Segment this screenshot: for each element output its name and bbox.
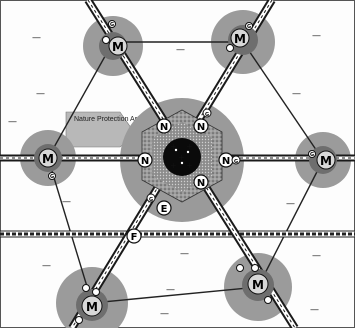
svg-text:—: — — [292, 89, 301, 99]
svg-text:—: — — [286, 199, 295, 209]
svg-text:+: + — [170, 161, 177, 170]
node-n-top-left: N — [156, 118, 172, 134]
svg-text:G: G — [234, 159, 238, 165]
svg-text:M: M — [112, 40, 124, 54]
svg-text:M: M — [252, 278, 264, 292]
metro-node-bottom-left: M — [75, 284, 103, 324]
svg-text:N: N — [197, 122, 205, 133]
svg-text:—: — — [176, 45, 185, 55]
svg-text:—: — — [180, 249, 189, 259]
svg-text:G: G — [310, 152, 314, 158]
metro-node-bottom-right: M — [236, 264, 272, 304]
svg-text:N: N — [222, 156, 230, 167]
metro-nodes: M G M G M G M G M — [38, 20, 336, 324]
svg-text:—: — — [312, 251, 321, 261]
svg-text:—: — — [160, 309, 169, 319]
node-f: F — [126, 228, 142, 244]
dashed-boundary — [0, 230, 355, 238]
node-n-bottom-right: N — [193, 174, 209, 190]
metro-node-top-left: M G — [102, 20, 128, 56]
svg-text:M: M — [86, 300, 98, 314]
svg-text:+: + — [186, 161, 193, 170]
metro-node-left: M G — [38, 148, 58, 180]
metro-node-right: M G — [308, 150, 336, 170]
metro-node-top-right: M G — [226, 22, 253, 52]
svg-text:—: — — [32, 33, 41, 43]
node-n-right: N — [218, 152, 234, 168]
svg-text:M: M — [234, 32, 246, 46]
svg-text:G: G — [50, 174, 54, 180]
svg-text:—: — — [36, 89, 45, 99]
svg-text:+: + — [178, 153, 185, 162]
svg-text:M: M — [42, 152, 54, 166]
svg-text:—: — — [8, 117, 17, 127]
neighbourhood-nodes: N N N N N E F — [126, 118, 234, 244]
dash-marks: — — — — — — — — — — — — — — — [8, 31, 321, 319]
svg-text:—: — — [310, 305, 319, 315]
svg-text:G: G — [149, 197, 153, 203]
svg-text:E: E — [161, 204, 168, 215]
center-blob — [163, 138, 201, 176]
svg-text:G: G — [110, 22, 114, 28]
svg-text:—: — — [42, 261, 51, 271]
svg-text:—: — — [312, 31, 321, 41]
svg-text:G: G — [205, 112, 209, 118]
svg-text:—: — — [166, 285, 175, 295]
svg-text:—: — — [62, 197, 71, 207]
svg-text:F: F — [131, 232, 138, 243]
svg-text:+: + — [170, 142, 177, 151]
node-n-top-right: N — [193, 118, 209, 134]
gate-nodes: G G G — [146, 108, 241, 203]
svg-text:N: N — [141, 156, 149, 167]
svg-text:+: + — [186, 142, 193, 151]
node-n-left: N — [137, 152, 153, 168]
svg-text:N: N — [160, 122, 168, 133]
nature-area-label: Nature Protection Area — [74, 116, 145, 123]
svg-text:G: G — [247, 24, 251, 30]
node-e-bottom: E — [156, 200, 172, 216]
center-plus-signs: + + + + + — [170, 142, 193, 170]
svg-text:N: N — [197, 178, 205, 189]
svg-text:M: M — [320, 154, 332, 168]
